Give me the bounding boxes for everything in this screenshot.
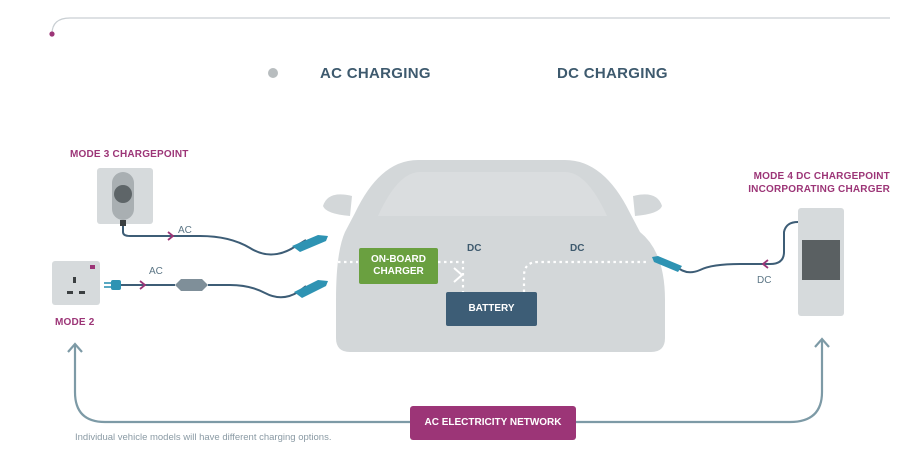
- mode3-plug-stub: [120, 220, 126, 226]
- decorative-dot: [49, 31, 55, 37]
- dc-label-mode4: DC: [757, 275, 772, 286]
- mode3-connector: [292, 235, 328, 252]
- network-line-right: [576, 340, 824, 424]
- ac-charging-heading: AC CHARGING: [320, 65, 431, 82]
- car-windscreen: [378, 172, 607, 216]
- battery-box: [446, 292, 537, 326]
- battery-label: BATTERY: [468, 303, 515, 314]
- mode2-switch: [90, 265, 95, 269]
- mode2-plug: [111, 280, 121, 290]
- mode4-label: MODE 4 DC CHARGEPOINT INCORPORATING CHAR…: [748, 171, 890, 195]
- dc-label-battery: DC: [570, 243, 585, 254]
- flow-arrow: [453, 267, 464, 283]
- network-box: [410, 406, 576, 440]
- ac-label-upper: AC: [178, 225, 192, 236]
- dc-arrow-mode4: [761, 259, 769, 269]
- mode4-cable: [675, 221, 799, 274]
- ac-arrow-lower: [139, 280, 147, 290]
- dc-label-onboard: DC: [467, 243, 482, 254]
- dc-charging-heading: DC CHARGING: [557, 65, 668, 82]
- internal-flow-lines: [338, 260, 646, 292]
- mode4-connector: [652, 256, 682, 272]
- mode2-connector: [294, 280, 328, 298]
- mode3-socket-center: [114, 185, 132, 203]
- ac-arrow-upper: [167, 231, 175, 241]
- footnote: Individual vehicle models will have diff…: [75, 432, 332, 443]
- onboard-charger-box: [359, 248, 438, 284]
- mode3-label: MODE 3 CHARGEPOINT: [70, 149, 189, 160]
- network-arrow-right: [814, 337, 830, 348]
- onboard-charger-label: ON-BOARD CHARGER: [371, 254, 426, 277]
- ac-label-lower: AC: [149, 266, 163, 277]
- mode4-screen: [802, 240, 840, 280]
- mode2-cable-b: [208, 284, 307, 299]
- mode2-label: MODE 2: [55, 317, 95, 328]
- network-label: AC ELECTRICITY NETWORK: [424, 417, 562, 428]
- legend-dot: [268, 68, 278, 78]
- mode3-cable: [122, 226, 307, 256]
- network-line-left: [73, 345, 410, 424]
- network-arrow-left: [67, 342, 83, 353]
- decorative-line: [51, 17, 890, 35]
- in-cable-control-box: [175, 279, 208, 291]
